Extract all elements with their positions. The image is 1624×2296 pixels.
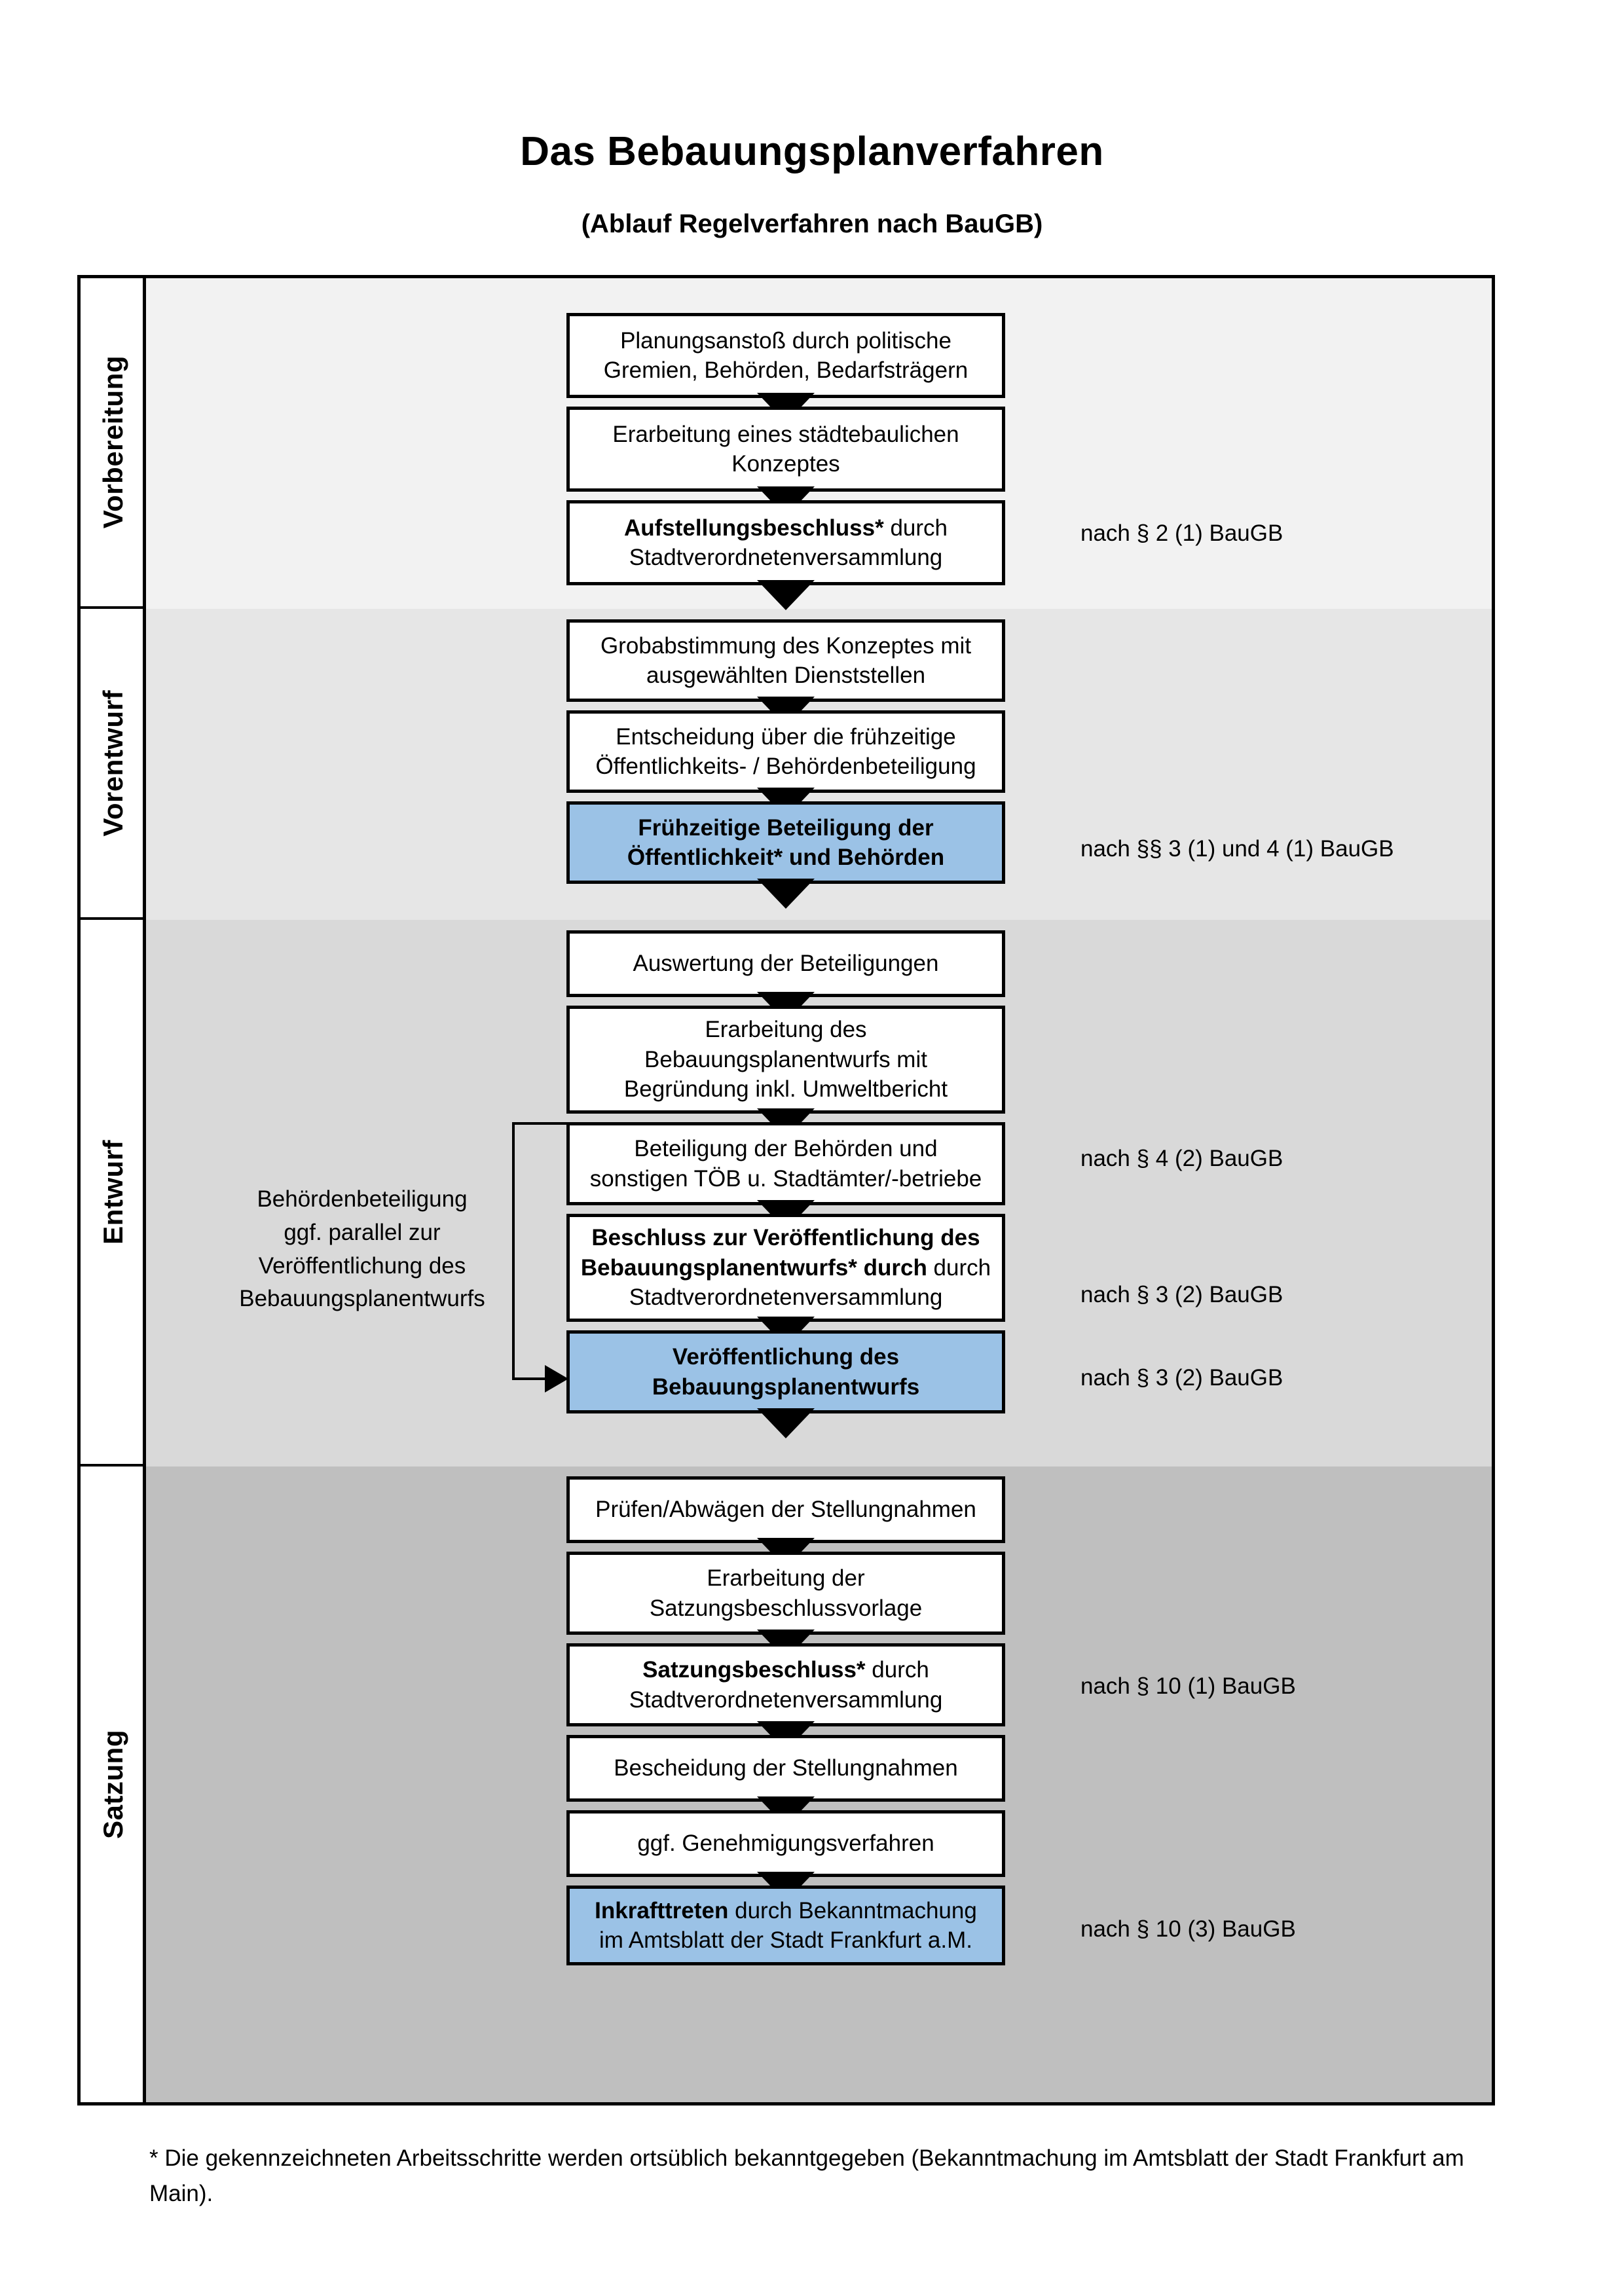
flowchart-frame: Vorbereitung Vorentwurf Entwurf Satzung … <box>77 275 1495 2105</box>
phase-cell-satzung: Satzung <box>81 1467 146 2102</box>
step-text: Prüfen/Abwägen der Stellungnahmen <box>595 1497 976 1523</box>
page-title: Das Bebauungsplanverfahren <box>520 129 1104 174</box>
phase-label-vorbereitung: Vorbereitung <box>98 355 128 529</box>
page-subtitle: (Ablauf Regelverfahren nach BauGB) <box>581 210 1043 238</box>
phase-cell-entwurf: Entwurf <box>81 920 146 1467</box>
step-box-pruefen-abwaegen[interactable]: Prüfen/Abwägen der Stellungnahmen <box>566 1476 1005 1543</box>
reference-par4-2: nach § 4 (2) BauGB <box>1080 1146 1283 1171</box>
flow-arrow-icon <box>757 879 815 909</box>
connector-arrowhead-icon <box>545 1365 568 1393</box>
reference-par3-2-b: nach § 3 (2) BauGB <box>1080 1365 1283 1391</box>
reference-par3-2-a: nach § 3 (2) BauGB <box>1080 1282 1283 1307</box>
reference-par10-1: nach § 10 (1) BauGB <box>1080 1673 1296 1699</box>
phase-label-column: Vorbereitung Vorentwurf Entwurf Satzung <box>81 278 146 2102</box>
phase-cell-vorbereitung: Vorbereitung <box>81 278 146 609</box>
step-box-genehmigungsverfahren[interactable]: ggf. Genehmigungsverfahren <box>566 1810 1005 1877</box>
step-box-auswertung-beteiligungen[interactable]: Auswertung der Beteiligungen <box>566 930 1005 997</box>
reference-par2-1: nach § 2 (1) BauGB <box>1080 520 1283 546</box>
connector-top-segment <box>512 1122 568 1125</box>
connector-bottom-segment <box>512 1377 554 1380</box>
sidenote-behoerdenbeteiligung: Behördenbeteiligung ggf. parallel zur Ve… <box>239 1186 485 1312</box>
step-text: Auswertung der Beteiligungen <box>633 951 939 977</box>
flow-arrow-icon <box>757 1408 815 1438</box>
reference-par10-3: nach § 10 (3) BauGB <box>1080 1916 1296 1942</box>
step-box-bescheidung-stellungnahmen[interactable]: Bescheidung der Stellungnahmen <box>566 1735 1005 1802</box>
phase-label-satzung: Satzung <box>98 1730 128 1839</box>
phase-cell-vorentwurf: Vorentwurf <box>81 609 146 920</box>
connector-vertical-segment <box>512 1122 515 1380</box>
footnote: * Die gekennzeichneten Arbeitsschritte w… <box>149 2145 1464 2207</box>
phase-label-vorentwurf: Vorentwurf <box>98 689 128 837</box>
step-text: Bescheidung der Stellungnahmen <box>614 1755 958 1781</box>
reference-par3-1-4-1: nach §§ 3 (1) und 4 (1) BauGB <box>1080 836 1394 862</box>
phase-label-entwurf: Entwurf <box>98 1139 128 1245</box>
flow-arrow-icon <box>757 580 815 610</box>
step-text: ggf. Genehmigungsverfahren <box>637 1831 934 1857</box>
